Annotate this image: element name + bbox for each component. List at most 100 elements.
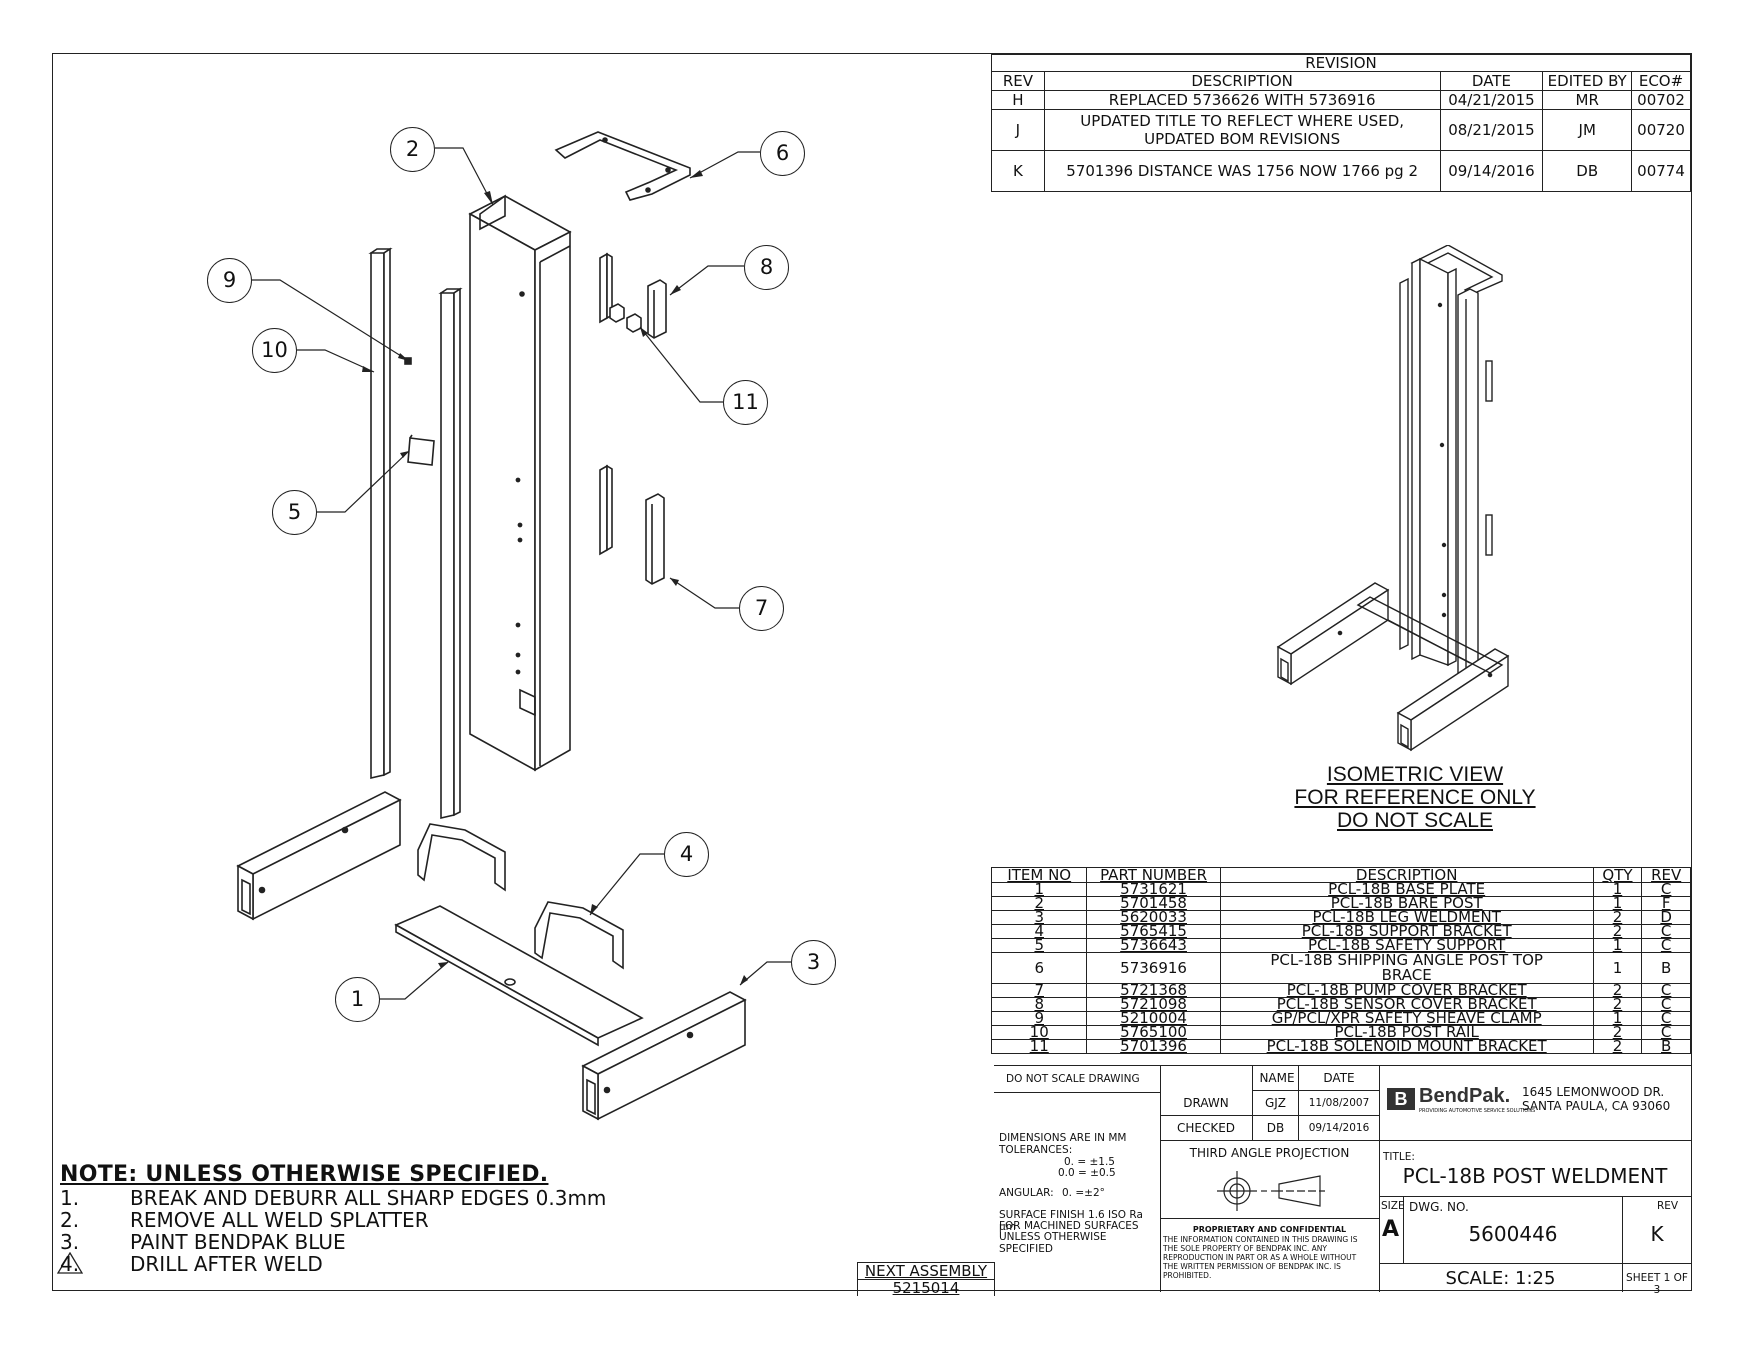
part-cell: 5701396 [1086,1039,1221,1054]
note-text: REMOVE ALL WELD SPLATTER [130,1208,429,1232]
eco-cell: 00720 [1631,109,1691,151]
qty-cell: 1 [1592,952,1643,984]
balloon-6: 6 [760,131,805,176]
tolerances-label: TOLERANCES: [999,1144,1073,1156]
revision-row: K 5701396 DISTANCE WAS 1756 NOW 1766 pg … [991,150,1691,192]
exploded-view [236,131,791,1121]
item-no-header: ITEM NO [990,867,1088,883]
iso-note-line: ISOMETRIC VIEW [1326,763,1504,786]
date-header: DATE [1439,71,1544,91]
scale-value: SCALE: 1:25 [1445,1268,1556,1289]
edited-by-header: EDITED BY [1542,71,1633,91]
part-cell: 5210004 [1086,1011,1221,1026]
leg-weldment-part [236,791,747,1121]
solenoid-bracket-part [609,303,642,333]
desc-cell: PCL-18B SOLENOID MOUNT BRACKET [1219,1039,1594,1054]
date-cell: 08/21/2015 [1439,109,1544,151]
rev-cell: B [1641,1039,1691,1054]
post-rail-part [368,247,463,820]
date-header: DATE [1323,1071,1355,1085]
rev-header: REV [1641,867,1691,883]
edited-by-cell: DB [1542,150,1633,192]
triangle-flag-icon [57,1252,83,1274]
next-assembly-label: NEXT ASSEMBLY [858,1263,994,1280]
balloon-10: 10 [252,328,297,373]
tolerance-column: DO NOT SCALE DRAWING DIMENSIONS ARE IN M… [994,1066,1161,1292]
company-title-block: B BendPak. PROVIDING AUTOMOTIVE SERVICE … [1379,1066,1691,1296]
title-block: DO NOT SCALE DRAWING DIMENSIONS ARE IN M… [994,1065,1691,1296]
base-plate-part [394,905,644,1047]
desc-cell: PCL-18B SHIPPING ANGLE POST TOP BRACE [1219,952,1594,984]
desc-cell: PCL-18B SENSOR COVER BRACKET [1219,997,1594,1012]
description-cell: 5701396 DISTANCE WAS 1756 NOW 1766 pg 2 [1043,150,1441,192]
sheet-value: SHEET 1 OF 3 [1626,1272,1688,1296]
size-label: SIZE [1381,1200,1405,1212]
drawn-name: GJZ [1264,1096,1287,1110]
proprietary-block: PROPRIETARY AND CONFIDENTIAL THE INFORMA… [1160,1218,1379,1293]
desc-cell: PCL-18B SUPPORT BRACKET [1219,924,1594,939]
note-item: 3. PAINT BENDPAK BLUE [60,1231,606,1253]
rev-cell: H [991,90,1045,110]
balloon-2: 2 [390,127,435,172]
eco-header: ECO# [1631,71,1691,91]
address-line: 1645 LEMONWOOD DR. [1522,1085,1665,1099]
drawing-number: 5600446 [1468,1222,1558,1246]
projection-label: THIRD ANGLE PROJECTION [1189,1146,1350,1160]
isometric-view-note: ISOMETRIC VIEW FOR REFERENCE ONLY DO NOT… [1250,763,1580,832]
description-cell: UPDATED TITLE TO REFLECT WHERE USED, UPD… [1043,109,1441,151]
edited-by-cell: MR [1542,90,1633,110]
note-item: 2.REMOVE ALL WELD SPLATTER [60,1209,606,1231]
note-item: 1.BREAK AND DEBURR ALL SHARP EDGES 0.3mm [60,1187,606,1209]
dwg-no-label: DWG. NO. [1409,1200,1469,1214]
surface-finish: UNLESS OTHERWISE SPECIFIED [999,1231,1107,1255]
next-assembly-value: 5215014 [892,1279,960,1297]
proprietary-line: THE SOLE PROPERTY OF BENDPAK INC. ANY [1163,1244,1327,1253]
date-cell: 09/14/2016 [1439,150,1544,192]
balloon-9: 9 [207,258,252,303]
approvals-block: NAME DATE DRAWN GJZ 11/08/2007 CHECKED D… [1160,1066,1380,1141]
balloon-11: 11 [723,380,768,425]
drawn-date: 11/08/2007 [1308,1097,1370,1109]
rev-cell: B [1641,952,1691,984]
note-text: PAINT BENDPAK BLUE [130,1230,346,1254]
rev-label: REV [1657,1200,1679,1212]
desc-cell: PCL-18B POST RAIL [1219,1025,1594,1040]
revision-title: REVISION [991,54,1691,72]
third-angle-projection-icon [1217,1171,1325,1211]
bendpak-logo-icon: B [1387,1088,1415,1110]
checked-date: 09/14/2016 [1308,1122,1370,1134]
next-assembly-box: NEXT ASSEMBLY 5215014 [857,1262,995,1296]
checked-label: CHECKED [1176,1121,1236,1135]
name-header: NAME [1259,1071,1295,1085]
proprietary-line: THE WRITTEN PERMISSION OF BENDPAK INC. I… [1163,1262,1341,1271]
revision-row: J UPDATED TITLE TO REFLECT WHERE USED, U… [991,109,1691,151]
item-cell: 11 [990,1039,1088,1054]
description-cell: REPLACED 5736626 WITH 5736916 [1043,90,1441,110]
bare-post-part [468,194,572,772]
balloon-4: 4 [664,832,709,877]
proprietary-line: PROHIBITED. [1163,1271,1212,1280]
revision-row: H REPLACED 5736626 WITH 5736916 04/21/20… [991,90,1691,110]
drawing-title: PCL-18B POST WELDMENT [1402,1164,1668,1188]
balloon-3: 3 [791,940,836,985]
revision-table: REVISION REV DESCRIPTION DATE EDITED BY … [991,54,1691,192]
note-number: 3. [60,1230,80,1254]
part-cell: 5736916 [1086,952,1221,984]
proprietary-title: PROPRIETARY AND CONFIDENTIAL [1192,1225,1347,1234]
general-notes: NOTE: UNLESS OTHERWISE SPECIFIED. 1.BREA… [57,1162,606,1275]
size-value: A [1382,1217,1400,1242]
eco-cell: 00702 [1631,90,1691,110]
edited-by-cell: JM [1542,109,1633,151]
proprietary-text: THE INFORMATION CONTAINED IN THIS DRAWIN… [1163,1235,1358,1280]
rev-cell: J [991,109,1045,151]
qty-cell: 1 [1592,938,1643,953]
item-cell: 6 [990,952,1088,984]
rev-cell: K [991,150,1045,192]
iso-note-line: DO NOT SCALE [1337,809,1493,832]
rev-value: K [1650,1222,1664,1246]
title-label: TITLE: [1383,1151,1415,1163]
part-cell: 5721368 [1086,983,1221,998]
